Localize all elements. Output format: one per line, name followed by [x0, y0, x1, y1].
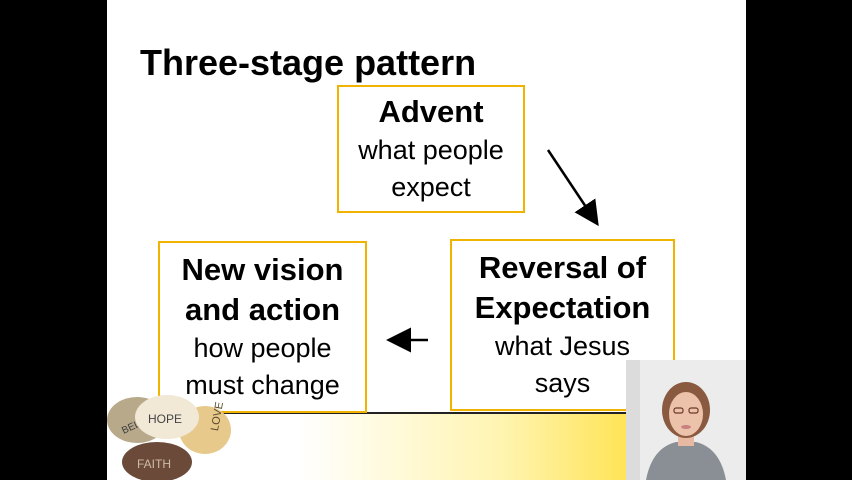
arrow-down-right-icon — [546, 149, 599, 227]
advent-heading: Advent — [378, 94, 484, 129]
slide-title: Three-stage pattern — [140, 42, 477, 83]
vision-line-1: how people — [193, 333, 332, 363]
presenter-video-feed — [626, 360, 746, 480]
stone-label-hope: HOPE — [148, 412, 182, 426]
reversal-line-2: says — [534, 368, 591, 398]
stage-box-vision: New vision and action how people must ch… — [158, 241, 367, 413]
presenter-webcam — [626, 360, 746, 480]
hope-stone — [135, 395, 199, 439]
vision-line-2: must change — [185, 370, 340, 400]
stone-label-love: LOVE — [209, 401, 226, 432]
flow-arrows — [386, 149, 599, 353]
word-stones-image: BELIEVE LOVE HOPE FAITH — [107, 395, 231, 480]
advent-line-2: expect — [391, 172, 471, 202]
reversal-line-1: what Jesus — [494, 331, 631, 361]
vision-heading-1: New vision — [181, 252, 344, 287]
vision-heading-2: and action — [184, 292, 340, 327]
stage-box-advent: Advent what people expect — [337, 85, 525, 213]
reversal-heading-2: Expectation — [474, 290, 651, 325]
footer-divider-line — [217, 412, 746, 414]
advent-line-1: what people — [358, 135, 504, 165]
faith-stone — [122, 442, 192, 480]
stage-box-reversal: Reversal of Expectation what Jesus says — [450, 239, 675, 411]
stone-label-faith: FAITH — [137, 457, 171, 471]
reversal-heading-1: Reversal of — [478, 250, 647, 285]
